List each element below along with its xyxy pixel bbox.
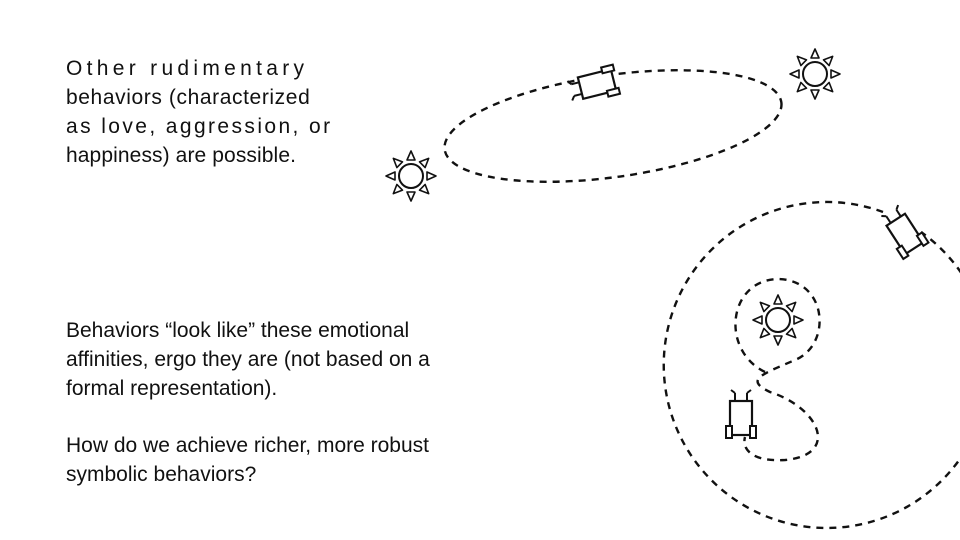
robot-vehicle-icon — [876, 201, 930, 261]
look-like-line: affinities, ergo they are (not based on … — [66, 348, 430, 371]
sun-icon — [374, 139, 448, 213]
look-like-line: formal representation). — [66, 377, 278, 400]
look-like-paragraph: Behaviors “look like” these emotional af… — [66, 316, 516, 403]
robot-vehicle-icon — [724, 388, 758, 440]
intro-line: behaviors (characterized — [66, 86, 311, 109]
sun-icon — [778, 37, 852, 111]
question-line: symbolic behaviors? — [66, 463, 257, 486]
question-paragraph: How do we achieve richer, more robust sy… — [66, 431, 516, 489]
intro-paragraph: Other rudimentary behaviors (characteriz… — [66, 54, 366, 170]
robot-vehicle-icon — [565, 63, 622, 107]
question-line: How do we achieve richer, more robust — [66, 434, 429, 457]
ellipse-path — [443, 69, 783, 183]
intro-line: happiness) are possible. — [66, 144, 297, 167]
intro-line: as love, aggression, or — [66, 115, 333, 138]
look-like-line: Behaviors “look like” these emotional — [66, 319, 410, 342]
large-circle-path — [662, 200, 960, 530]
sun-icon — [741, 283, 815, 357]
figure-eight-path — [734, 277, 821, 462]
intro-line: Other rudimentary — [66, 57, 309, 80]
